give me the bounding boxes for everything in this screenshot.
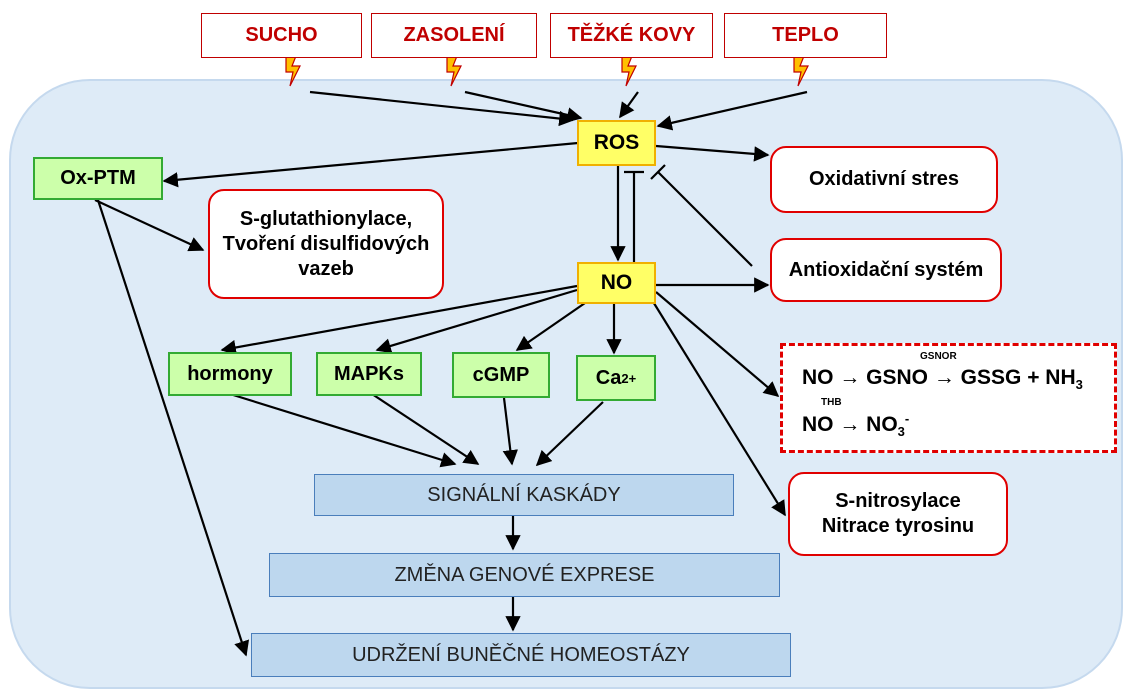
mapks-box: MAPKs (316, 352, 422, 396)
antioxidant-system-box: Antioxidační systém (770, 238, 1002, 302)
arrow-cgmp-signaling (502, 397, 518, 466)
stressor-teplo: TEPLO (724, 13, 887, 58)
arrow-oxptm-homeostasis (96, 199, 250, 657)
arrow-no-hormony (220, 284, 578, 356)
ox-ptm-box: Ox-PTM (33, 157, 163, 200)
arrow-zasoleni-ros (464, 90, 583, 123)
oxidative-stress-box: Oxidativní stres (770, 146, 998, 213)
no-box: NO (577, 262, 656, 304)
glutathionylation-box: S-glutathionylace, Tvoření disulfidových… (208, 189, 444, 299)
calcium-charge: 2+ (621, 370, 637, 386)
signaling-cascades-box: SIGNÁLNÍ KASKÁDY (314, 474, 734, 516)
equation-gsno: NO → GSNO → GSSG + NH3 (802, 366, 1083, 392)
arrow-oxptm-glutathionylation (94, 199, 205, 252)
arrow-sucho-ros (309, 90, 575, 127)
arrow-no-nitrosylation (651, 299, 786, 517)
arrow-ros-oxstress (655, 144, 770, 162)
homeostasis-box: UDRŽENÍ BUNĚČNÉ HOMEOSTÁZY (251, 633, 791, 677)
glutathionylation-line2: Tvoření disulfidových (222, 232, 430, 255)
equation-nitrate: NO → NO3- (802, 411, 909, 439)
arrow-mapks-signaling (371, 393, 480, 465)
thb-enzyme-label: THB (821, 397, 842, 408)
equation-gsno-text: NO → GSNO → GSSG + NH (802, 366, 1076, 389)
equation-nitrate-subscript: 3 (897, 424, 905, 440)
nitrosylation-line2: Nitrace tyrosinu (821, 515, 975, 537)
stressor-sucho: SUCHO (201, 13, 362, 58)
cgmp-box: cGMP (452, 352, 550, 398)
arrow-ros-oxptm (162, 141, 579, 188)
arrow-no-equations (655, 291, 780, 397)
gsnor-enzyme-label: GSNOR (920, 351, 957, 362)
glutathionylation-line3: vazeb (298, 257, 354, 280)
equation-gsno-subscript: 3 (1075, 377, 1083, 393)
glutathionylation-line1: S-glutathionylace, (239, 207, 413, 230)
nitrosylation-box: S-nitrosylace Nitrace tyrosinu (788, 472, 1008, 556)
hormony-box: hormony (168, 352, 292, 396)
arrow-teplo-ros (656, 90, 808, 131)
inhibit-antiox-ros (657, 171, 753, 267)
gene-expression-box: ZMĚNA GENOVÉ EXPRESE (269, 553, 780, 597)
stressor-tezke-kovy: TĚŽKÉ KOVY (550, 13, 713, 58)
arrow-hormony-signaling (229, 392, 457, 468)
stressor-zasoleni: ZASOLENÍ (371, 13, 537, 58)
equation-nitrate-superscript: - (904, 411, 910, 426)
nitrosylation-line1: S-nitrosylace (835, 490, 961, 512)
equations-box (780, 343, 1117, 453)
equation-nitrate-text: NO → NO (802, 413, 898, 436)
arrow-no-cgmp (515, 302, 586, 351)
inhibit-antiox-ros-bar (650, 164, 666, 180)
arrow-calcium-signaling (535, 401, 604, 467)
arrow-no-mapks (375, 288, 578, 354)
ros-box: ROS (577, 120, 656, 166)
calcium-label: Ca (595, 366, 622, 389)
arrow-kovy-ros (619, 91, 639, 119)
